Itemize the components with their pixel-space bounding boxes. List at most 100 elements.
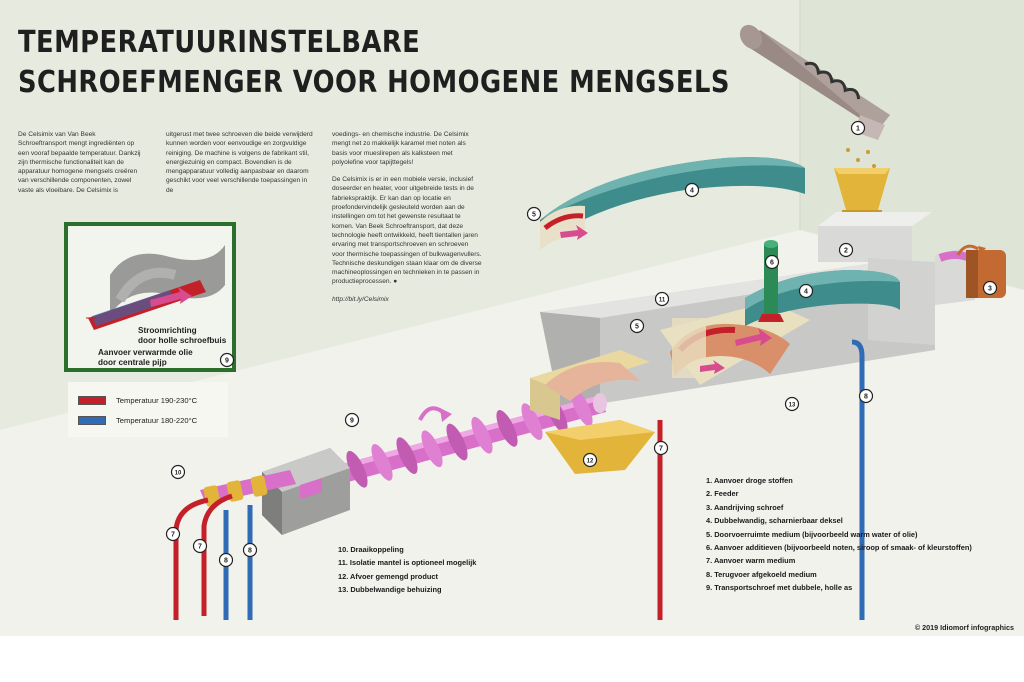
intro-column-3: voedings- en chemische industrie. De Cel… bbox=[332, 130, 482, 312]
inset-label-line2: door holle schroefbuis bbox=[138, 336, 227, 345]
callout-number: 10 bbox=[175, 471, 182, 477]
callout-circle bbox=[858, 388, 874, 404]
callout-number: 5 bbox=[635, 324, 639, 331]
open-trough bbox=[530, 350, 650, 420]
credit-line: © 2019 Idiomorf infographics bbox=[914, 623, 1014, 632]
red-swatch-icon bbox=[78, 395, 106, 405]
callout-circle bbox=[684, 182, 700, 198]
double-wall-lid-right bbox=[745, 270, 900, 326]
page-title-line2: SCHROEFMENGER VOOR HOMOGENE MENGSELS bbox=[18, 65, 730, 100]
product-outlet bbox=[545, 420, 655, 474]
double-wall-lid-left bbox=[540, 157, 805, 250]
page-title: TEMPERATUURINSTELBARE bbox=[18, 25, 421, 60]
legend-item: 5. Doorvoerruimte medium (bijvoorbeeld w… bbox=[706, 529, 918, 539]
callout-circle bbox=[165, 526, 181, 542]
callout-circle bbox=[344, 412, 360, 428]
screw-flight bbox=[446, 423, 468, 461]
article-link[interactable]: http://bit.ly/Celsimix bbox=[332, 295, 389, 303]
callout-number: 4 bbox=[690, 188, 694, 195]
screw-flight bbox=[421, 430, 443, 468]
key-red-label: Temperatuur 190-230°C bbox=[116, 395, 198, 405]
callout-circle bbox=[798, 283, 814, 299]
callout-number: 4 bbox=[804, 289, 808, 296]
callout-circle bbox=[653, 440, 669, 456]
inset-label-oil: Aanvoer verwarmde olie door centrale pij… bbox=[98, 348, 193, 368]
callout-circle bbox=[582, 452, 598, 468]
callout-circle bbox=[764, 254, 780, 270]
callout-circle bbox=[982, 280, 998, 296]
legend-item: 4. Dubbelwandig, scharnierbaar deksel bbox=[706, 516, 843, 526]
callout-number: 8 bbox=[224, 558, 228, 565]
feeder-hopper bbox=[818, 168, 932, 262]
screw-flight bbox=[346, 450, 368, 488]
callout-number: 8 bbox=[248, 548, 252, 555]
legend-right: 1. Aanvoer droge stoffen 2. Feeder 3. Aa… bbox=[706, 476, 972, 597]
screw-flight bbox=[371, 444, 393, 481]
legend-item: 10. Draaikoppeling bbox=[338, 545, 404, 554]
callout-number: 6 bbox=[770, 260, 774, 267]
callout-number: 8 bbox=[864, 394, 868, 401]
inset-callout-number: 9 bbox=[225, 358, 229, 365]
callout-number: 12 bbox=[587, 459, 594, 465]
legend-item: 11. Isolatie mantel is optioneel mogelij… bbox=[338, 558, 477, 568]
callout-number: 5 bbox=[532, 212, 536, 219]
screw-drive bbox=[935, 244, 1006, 305]
callout-circle bbox=[242, 542, 258, 558]
legend-item: 7. Aanvoer warm medium bbox=[706, 556, 796, 566]
legend-item: 12. Afvoer gemengd product bbox=[338, 571, 438, 581]
intro-column-2: uitgerust met twee schroeven die beide v… bbox=[166, 130, 314, 203]
intro-text-3a: voedings- en chemische industrie. De Cel… bbox=[332, 131, 469, 166]
medium-pipes bbox=[173, 339, 865, 620]
inset-detail bbox=[64, 222, 236, 372]
legend-item: 1. Aanvoer droge stoffen bbox=[706, 476, 793, 485]
callout-circle bbox=[170, 464, 186, 480]
callout-number: 3 bbox=[988, 286, 992, 293]
legend-item: 9. Transportschroef met dubbele, holle a… bbox=[706, 583, 853, 593]
callout-circle bbox=[526, 206, 542, 222]
inset-callout-circle bbox=[219, 352, 235, 368]
inset-label-flow: Stroomrichting door holle schroefbuis bbox=[138, 326, 226, 346]
key-blue-label: Temperatuur 180-220°C bbox=[116, 415, 198, 425]
inset-label-line4: door centrale pijp bbox=[98, 358, 167, 367]
supply-pipe bbox=[739, 24, 890, 140]
legend-left: 10. Draaikoppeling 11. Isolatie mantel i… bbox=[338, 545, 476, 599]
intro-text-2: uitgerust met twee schroeven die beide v… bbox=[166, 131, 313, 194]
screw-flight bbox=[396, 437, 418, 474]
legend-item: 8. Terugvoer afgekoeld medium bbox=[706, 569, 817, 579]
key-blue-row: Temperatuur 180-220°C bbox=[78, 414, 197, 426]
legend-item: 6. Aanvoer additieven (bijvoorbeeld note… bbox=[706, 542, 972, 552]
callout-circle bbox=[850, 120, 866, 136]
callout-number: 1 bbox=[856, 126, 860, 133]
intro-column-1: De Celsimix van Van Beek Schroeftranspor… bbox=[18, 130, 146, 203]
intro-text-1: De Celsimix van Van Beek Schroeftranspor… bbox=[18, 131, 141, 194]
callout-number: 11 bbox=[659, 298, 666, 304]
inset-label-line3: Aanvoer verwarmde olie bbox=[98, 348, 193, 357]
screw-flight bbox=[521, 403, 543, 440]
key-red-row: Temperatuur 190-230°C bbox=[78, 394, 197, 406]
inset-label-line1: Stroomrichting bbox=[138, 326, 197, 335]
callout-number: 2 bbox=[844, 248, 848, 255]
callout-number: 9 bbox=[350, 418, 354, 425]
callout-circle bbox=[218, 552, 234, 568]
callout-number: 7 bbox=[171, 532, 175, 539]
temperature-key: Temperatuur 190-230°C Temperatuur 180-22… bbox=[68, 382, 228, 437]
screw-flight bbox=[571, 389, 593, 427]
legend-item: 3. Aandrijving schroef bbox=[706, 502, 784, 512]
callout-circle bbox=[629, 318, 645, 334]
legend-item: 13. Dubbelwandige behuizing bbox=[338, 585, 442, 595]
callout-number: 7 bbox=[659, 446, 663, 453]
screw-flight bbox=[471, 416, 493, 454]
callout-circle bbox=[838, 242, 854, 258]
screw-flight bbox=[496, 410, 518, 447]
callout-circle bbox=[192, 538, 208, 554]
blue-swatch-icon bbox=[78, 415, 106, 425]
legend-item: 2. Feeder bbox=[706, 489, 739, 499]
intro-text-3b: De Celsimix is er in een mobiele versie,… bbox=[332, 176, 482, 286]
transport-screw bbox=[320, 389, 607, 495]
callout-number: 7 bbox=[198, 544, 202, 551]
callout-circle bbox=[784, 396, 800, 412]
callout-circle bbox=[654, 291, 670, 307]
